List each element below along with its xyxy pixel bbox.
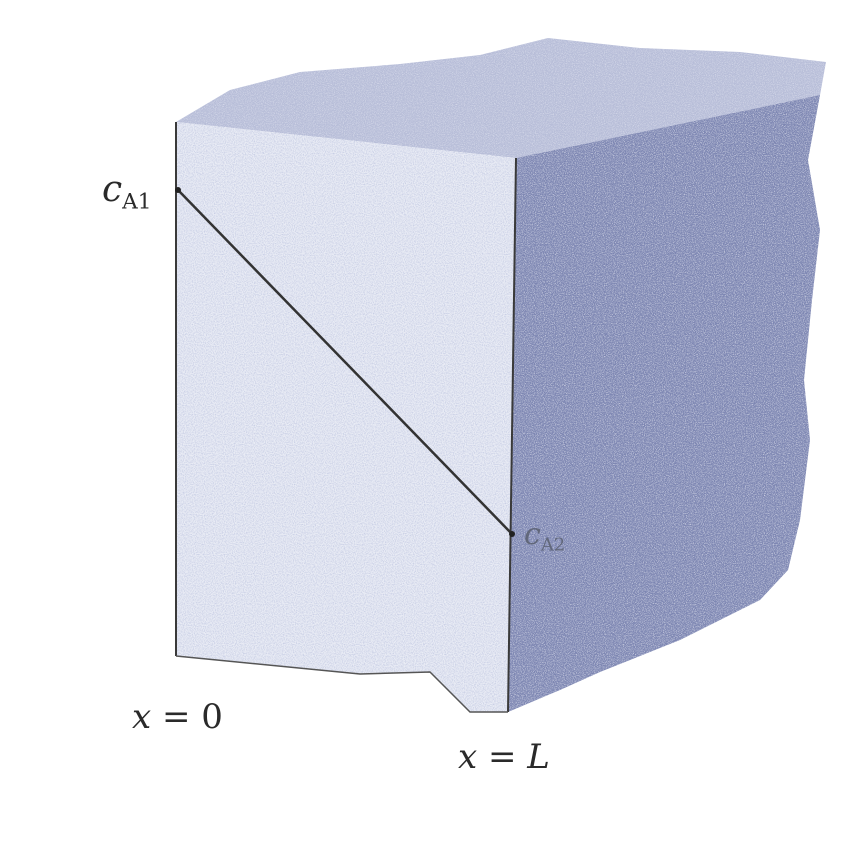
bottom-edge — [175, 655, 508, 713]
x-equals-L-label: x = L — [458, 740, 550, 774]
ca2-subscript: A2 — [540, 534, 566, 556]
x0-value: = 0 — [151, 697, 223, 737]
right-edge — [507, 157, 517, 713]
ca1-subscript: A1 — [122, 189, 152, 215]
x-equals-0-label: x = 0 — [132, 700, 223, 734]
ca1-point — [175, 187, 181, 193]
ca2-label: cA2 — [524, 520, 565, 554]
ca1-symbol: c — [102, 169, 123, 210]
xl-variable: x — [458, 737, 478, 777]
xl-equals: = — [477, 737, 528, 777]
concentration-profile-line — [177, 189, 513, 535]
xl-value: L — [527, 737, 550, 777]
ca1-label: cA1 — [102, 172, 152, 213]
ca2-symbol: c — [524, 517, 541, 552]
ca2-point — [509, 531, 515, 537]
x0-variable: x — [132, 697, 152, 737]
